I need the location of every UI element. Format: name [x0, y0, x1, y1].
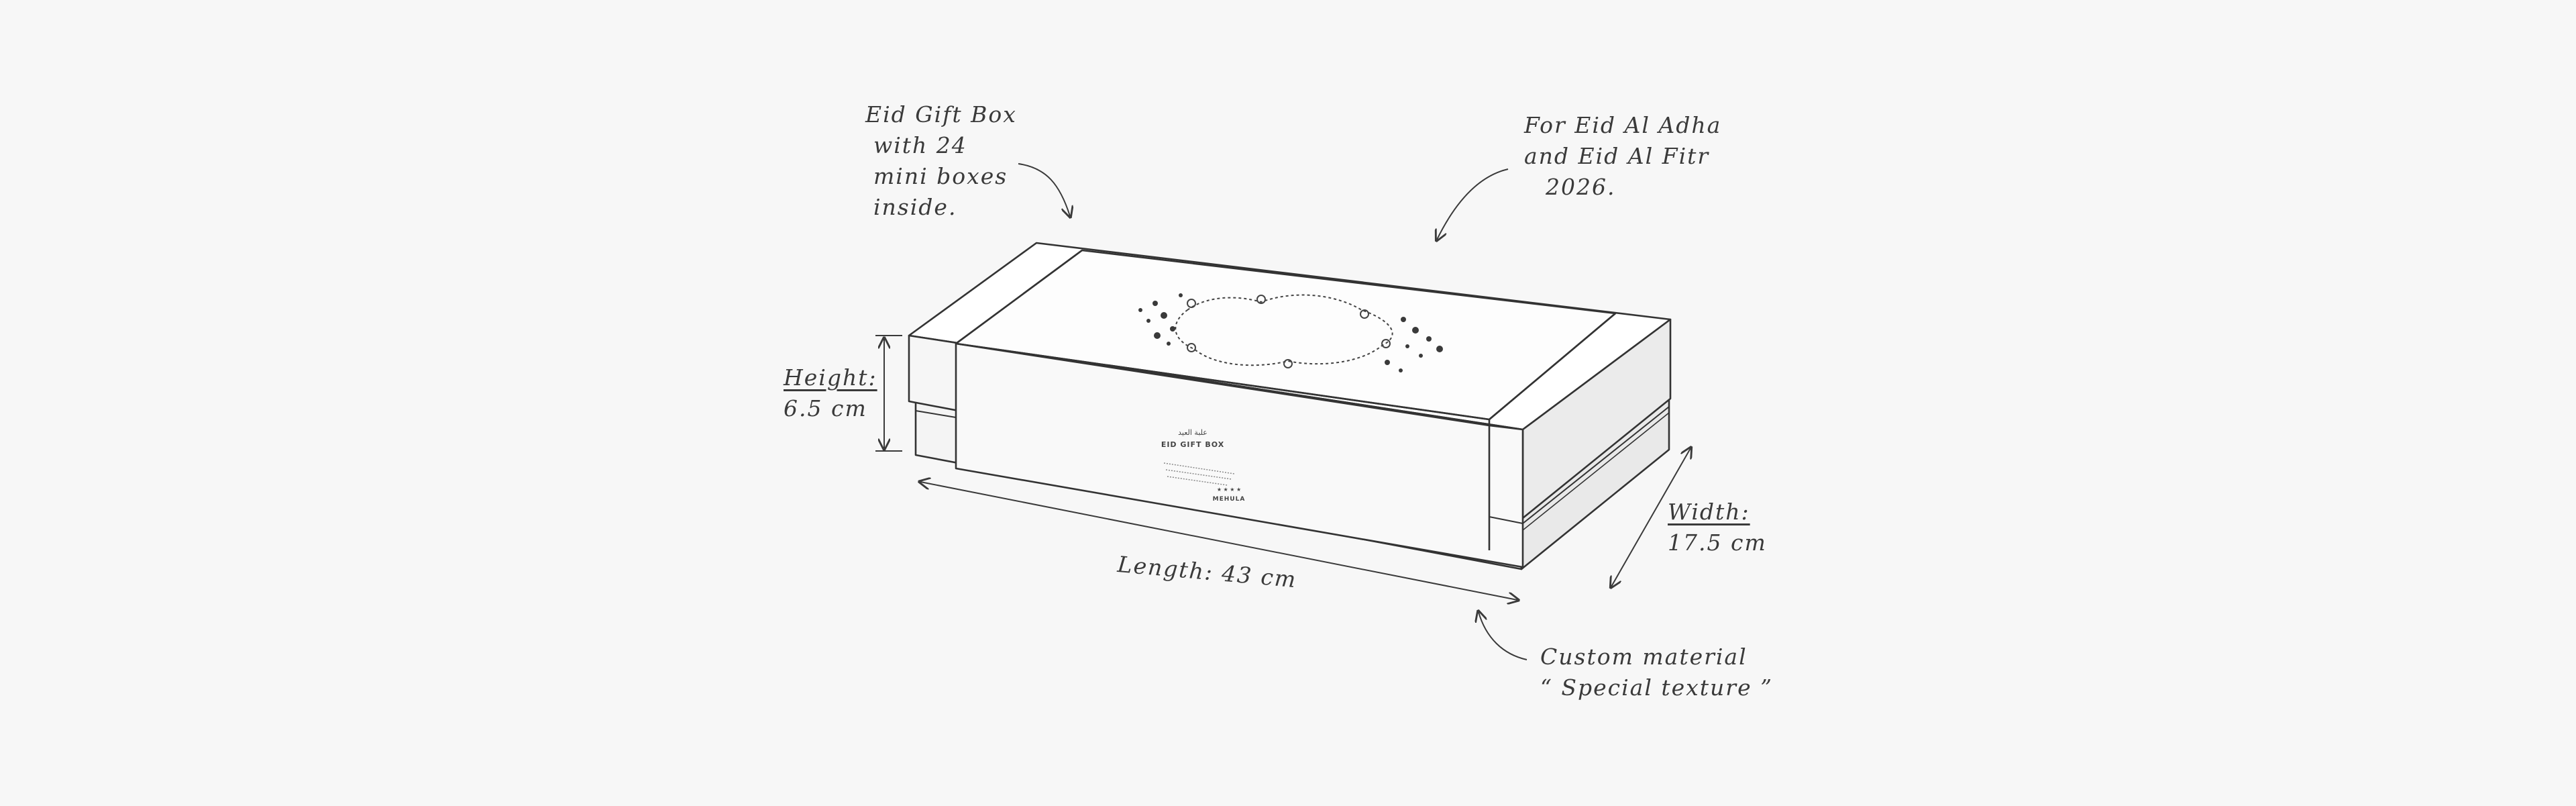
arrow-to-box-top-left [1018, 163, 1070, 216]
note-gift-box: Eid Gift Box with 24 mini boxes inside. [865, 101, 1017, 220]
svg-text:★ ★ ★ ★: ★ ★ ★ ★ [1217, 487, 1241, 493]
note-height: Height: 6.5 cm [784, 364, 877, 421]
note-width: Width: 17.5 cm [1668, 499, 1767, 556]
label-arabic: علبة العيد [1178, 428, 1208, 437]
label-brand: MEHULA [1213, 496, 1246, 503]
label-english: EID GIFT BOX [1161, 440, 1224, 449]
length-dimension-line [920, 482, 1517, 600]
arrow-to-box-bottom [1479, 612, 1527, 660]
ornament-frame [1175, 294, 1393, 368]
note-custom-material: Custom material “ Special texture ” [1540, 644, 1773, 701]
note-eid-occasions: For Eid Al Adha and Eid Al Fitr 2026. [1524, 112, 1722, 200]
arrow-to-box-top-right [1437, 168, 1509, 240]
floral-decoration [1138, 293, 1443, 372]
width-dimension-line [1611, 448, 1690, 587]
